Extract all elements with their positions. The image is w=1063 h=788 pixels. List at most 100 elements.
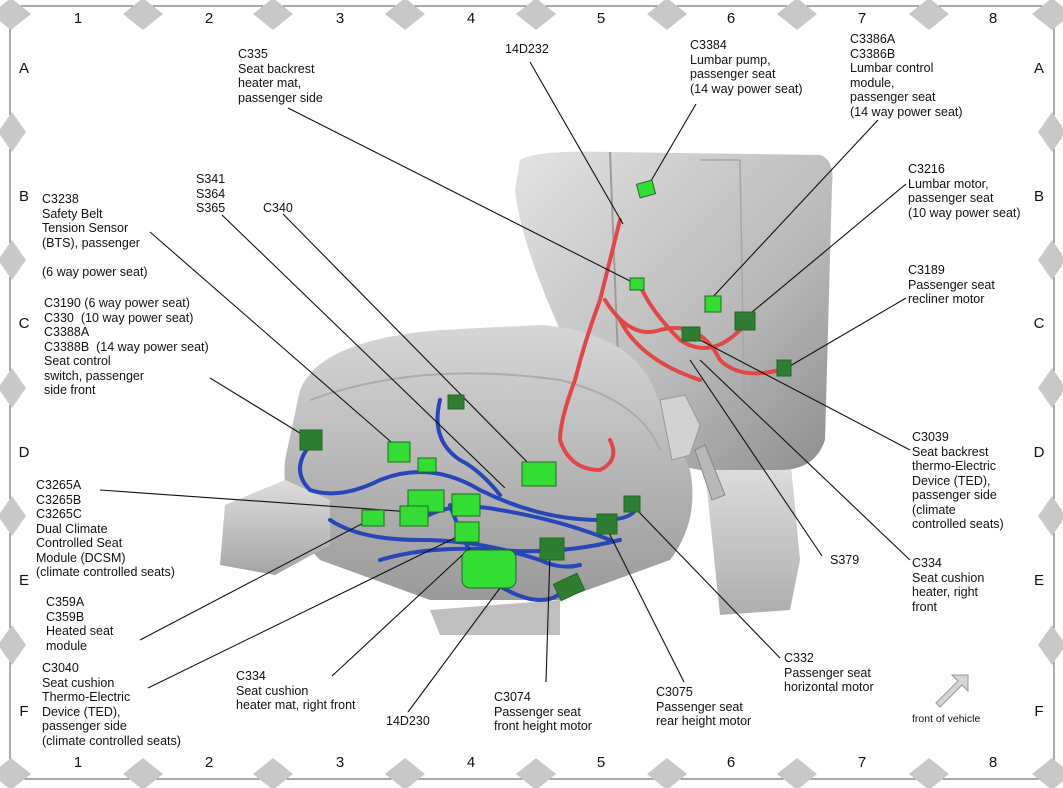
grid-diamond-left xyxy=(0,240,26,280)
connector-c332 xyxy=(623,495,641,513)
label-line: Lumbar pump, xyxy=(690,52,771,67)
label-line: 14D232 xyxy=(505,42,549,56)
label-line: C335 xyxy=(238,47,268,61)
grid-column-label: 1 xyxy=(73,10,83,27)
label-line: recliner motor xyxy=(908,292,985,306)
grid-row-label: B xyxy=(18,188,29,205)
grid-diamond-top xyxy=(909,0,949,30)
label-line: (10 way power seat) xyxy=(908,205,1021,220)
label-line: horizontal motor xyxy=(784,680,874,694)
grid-column-label: 8 xyxy=(988,10,998,27)
label-line: C3388B (14 way power seat) xyxy=(44,339,209,354)
label-line: Lumbar motor, xyxy=(908,176,989,191)
label-line: heater, right xyxy=(912,585,979,599)
grid-column-label: 3 xyxy=(335,10,345,27)
connector-c3384 xyxy=(635,179,657,199)
label-line: Device (TED), xyxy=(42,704,121,719)
label-line: Seat cushion xyxy=(236,683,309,698)
grid-diamond-right xyxy=(1038,112,1063,152)
grid-diamond-top xyxy=(516,0,556,30)
grid-column-label: 6 xyxy=(726,10,736,27)
label-line: Passenger seat xyxy=(494,704,581,719)
label-line: Seat cushion xyxy=(42,675,115,690)
grid-diamond-bottom xyxy=(909,758,949,788)
connector-c3265-b xyxy=(399,505,429,527)
grid-diamond-right xyxy=(1038,496,1063,536)
connector-c3040 xyxy=(454,521,480,543)
label-line: passenger side xyxy=(238,90,323,105)
grid-diamond-top xyxy=(385,0,425,30)
label-line: C334 xyxy=(912,556,942,570)
label-line: C334 xyxy=(236,669,266,683)
grid-diamond-right xyxy=(1038,240,1063,280)
grid-diamond-left xyxy=(0,112,26,152)
label-line: Heated seat xyxy=(46,624,114,638)
label-line: C3265C xyxy=(36,507,82,521)
label-line: S364 xyxy=(196,186,226,201)
label-line: Passenger seat xyxy=(908,277,995,292)
label-line: C3265A xyxy=(36,478,82,492)
connector-c340 xyxy=(521,461,557,487)
label-line: passenger seat xyxy=(690,67,776,81)
label-line: Passenger seat xyxy=(656,699,743,714)
label-line: front height motor xyxy=(494,719,592,733)
label-line: Lumbar control xyxy=(850,61,934,75)
connector-bottom xyxy=(552,572,586,602)
connector-c3238 xyxy=(387,441,411,463)
grid-row-label: E xyxy=(1033,572,1044,589)
grid-row-label: C xyxy=(1033,315,1045,332)
connector-c3189 xyxy=(776,359,792,377)
label-line: Seat backrest xyxy=(912,444,989,459)
label-line: C359A xyxy=(46,595,85,609)
label-line: module xyxy=(46,638,87,653)
label-line: C3040 xyxy=(42,661,79,675)
label-line: switch, passenger xyxy=(44,368,145,383)
grid-column-label: 6 xyxy=(726,754,736,771)
label-line: S365 xyxy=(196,201,226,215)
front-of-vehicle-arrow xyxy=(935,674,969,708)
grid-diamond-left xyxy=(0,368,26,408)
connector-c335 xyxy=(629,277,645,291)
label-line: S341 xyxy=(196,172,226,186)
label-line: heater mat, right front xyxy=(236,698,356,712)
grid-diamond-top xyxy=(647,0,687,30)
grid-diamond-bottom xyxy=(1032,758,1063,788)
grid-row-label: B xyxy=(1033,188,1044,205)
grid-diamond-left xyxy=(0,625,26,665)
label-line: (BTS), passenger xyxy=(42,235,140,250)
label-line: 14D230 xyxy=(386,714,430,728)
connector-c3386 xyxy=(704,295,722,313)
label-line: Module (DCSM) xyxy=(36,550,126,565)
leader-lines xyxy=(99,61,911,713)
label-line: C3265B xyxy=(36,492,82,507)
label-line: passenger seat xyxy=(850,90,936,104)
grid-diamond-bottom xyxy=(253,758,293,788)
grid-row-label: F xyxy=(1034,703,1044,720)
label-line: Controlled Seat xyxy=(36,536,123,550)
label-line: Passenger seat xyxy=(784,665,871,680)
label-line: C3039 xyxy=(912,430,949,444)
connector-c359 xyxy=(361,509,385,527)
grid-column-label: 2 xyxy=(204,754,214,771)
label-c340: C340 xyxy=(263,201,293,216)
grid-diamond-left xyxy=(0,496,26,536)
label-line: Dual Climate xyxy=(36,521,108,536)
label-line: C3386B xyxy=(850,46,896,61)
grid-column-label: 1 xyxy=(73,754,83,771)
label-line: Safety Belt xyxy=(42,206,103,221)
label-line: passenger seat xyxy=(908,191,994,205)
grid-diamond-top xyxy=(253,0,293,30)
grid-diamond-bottom xyxy=(385,758,425,788)
label-line: (climate xyxy=(912,502,956,517)
connector-c3265-c xyxy=(451,493,481,517)
label-line: heater mat, xyxy=(238,76,302,90)
label-line: C3388A xyxy=(44,325,90,339)
grid-row-label: D xyxy=(18,444,30,461)
label-line: front xyxy=(912,599,938,614)
